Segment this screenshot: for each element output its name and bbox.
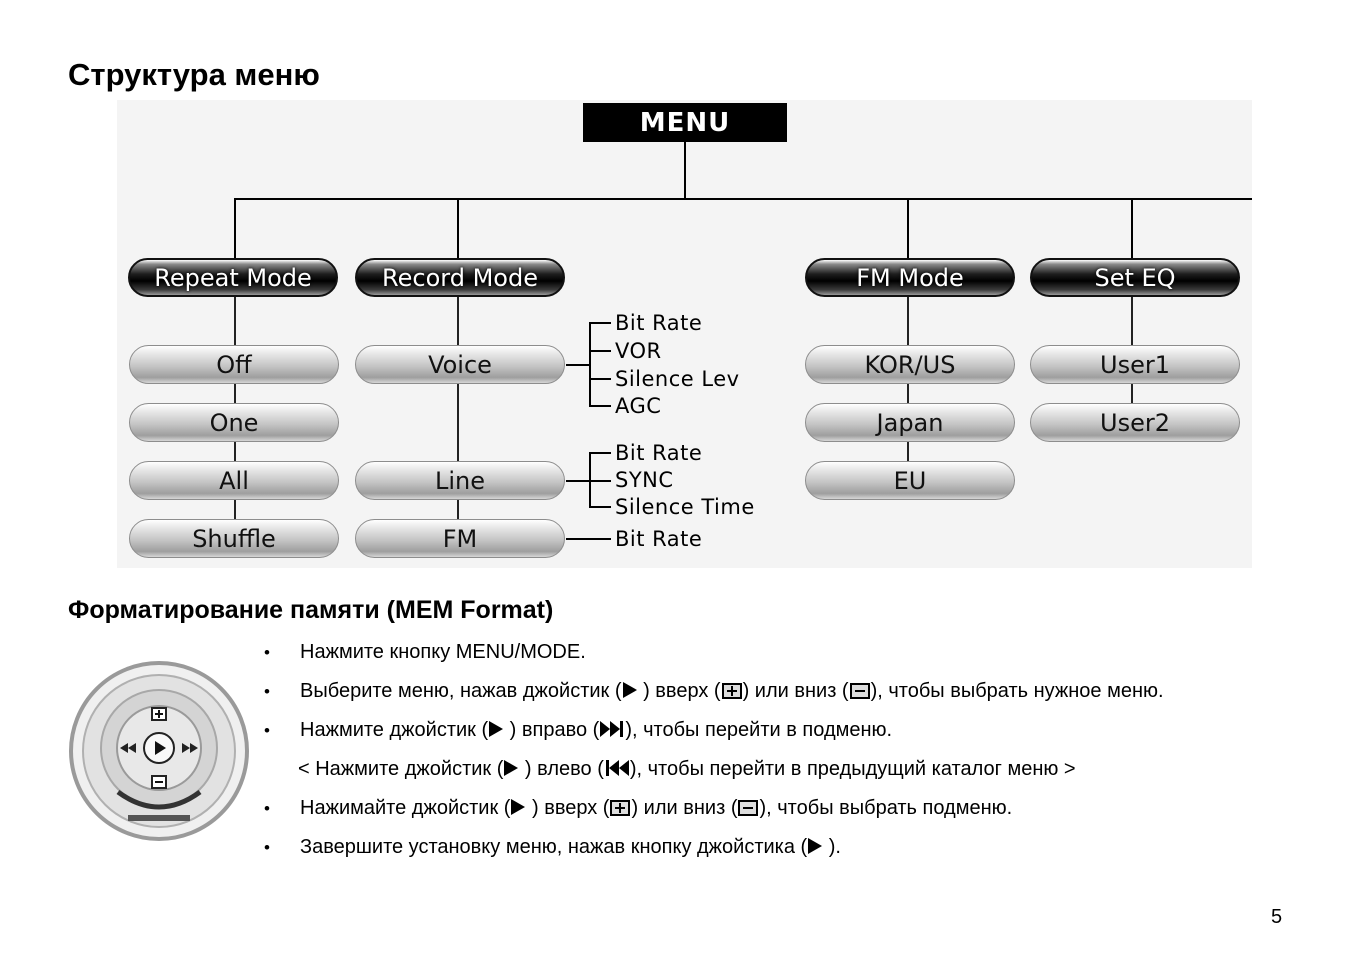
fm-sub-bit-rate: Bit Rate [615,527,703,551]
repeat-item-shuffle: Shuffle [129,519,339,558]
instruction-text: ) вверх ( [526,797,610,819]
instruction-line-3: Нажмите джойстик ( ) вправо ( ), чтобы пе… [300,719,892,742]
connector-line [1131,198,1133,260]
connector-line [566,538,611,540]
repeat-item-off: Off [129,345,339,384]
record-item-fm: FM [355,519,565,558]
instruction-text: ) вверх ( [637,680,721,702]
record-item-voice: Voice [355,345,565,384]
connector-line [566,364,590,366]
voice-sub-agc: AGC [615,394,662,418]
connector-line [589,506,611,508]
play-icon [504,760,519,776]
voice-sub-silence-lev: Silence Lev [615,367,740,391]
play-icon [622,682,637,698]
bullet-marker: • [264,838,270,857]
category-fm-mode: FM Mode [805,258,1015,297]
up-button-icon [721,683,742,699]
menu-root-box: MENU [583,103,787,142]
connector-line [589,452,611,454]
category-set-eq: Set EQ [1030,258,1240,297]
bullet-marker: • [264,799,270,818]
instruction-text: ) влево ( [519,758,604,780]
bullet-marker: • [264,643,270,662]
play-icon [511,799,526,815]
instruction-text: Завершите установку меню, нажав кнопку д… [300,836,808,858]
connector-line [589,350,611,352]
connector-line [457,198,459,260]
line-sub-silence-time: Silence Time [615,495,755,519]
connector-line [234,198,1252,200]
fm-item-japan: Japan [805,403,1015,442]
voice-sub-bit-rate: Bit Rate [615,311,703,335]
instruction-text: ), чтобы выбрать подменю. [759,797,1013,819]
instruction-line-5: Нажимайте джойстик ( ) вверх ( ) или вниз… [300,797,1012,820]
category-repeat-mode: Repeat Mode [128,258,338,297]
fm-item-eu: EU [805,461,1015,500]
up-button-icon [610,800,631,816]
instruction-text: ), чтобы выбрать нужное меню. [870,680,1164,702]
instruction-line-4: < Нажмите джойстик ( ) влево ( ), чтобы п… [298,758,1076,781]
connector-line [566,480,590,482]
connector-line [684,142,686,199]
instruction-text: ), чтобы перейти в подменю. [625,719,893,741]
down-button-icon [849,683,870,699]
bullet-marker: • [264,721,270,740]
down-button-icon [738,800,759,816]
play-icon [808,838,823,854]
instruction-line-6: Завершите установку меню, нажав кнопку д… [300,836,841,859]
eq-item-user2: User2 [1030,403,1240,442]
connector-line [234,198,236,260]
section-heading-mem-format: Форматирование памяти (MEM Format) [68,596,554,624]
category-record-mode: Record Mode [355,258,565,297]
connector-line [589,322,611,324]
bullet-marker: • [264,682,270,701]
joystick-illustration [69,661,249,841]
connector-line [457,296,459,522]
line-sub-bit-rate: Bit Rate [615,441,703,465]
instruction-text: Нажмите джойстик ( [300,719,489,741]
connector-line [589,480,611,482]
instruction-text: Нажимайте джойстик ( [300,797,511,819]
instruction-text: ) или вниз ( [742,680,849,702]
record-item-line: Line [355,461,565,500]
eq-item-user1: User1 [1030,345,1240,384]
connector-line [589,378,611,380]
fm-item-korus: KOR/US [805,345,1015,384]
instruction-text: < Нажмите джойстик ( [298,758,504,780]
skip-back-icon [605,760,629,776]
line-sub-sync: SYNC [615,468,674,492]
instruction-text: ). [823,836,841,858]
connector-line [589,322,591,407]
connector-line [907,198,909,260]
connector-line [589,405,611,407]
page-number: 5 [1271,906,1283,928]
instruction-text: Нажмите кнопку MENU/MODE. [300,641,586,663]
page-title: Структура меню [68,57,320,92]
repeat-item-all: All [129,461,339,500]
instruction-text: ), чтобы перейти в предыдущий каталог ме… [629,758,1076,780]
voice-sub-vor: VOR [615,339,662,363]
instruction-text: ) или вниз ( [631,797,738,819]
skip-forward-icon [600,721,624,737]
instruction-line-1: Нажмите кнопку MENU/MODE. [300,641,586,664]
play-icon [489,721,504,737]
instruction-text: ) вправо ( [504,719,600,741]
repeat-item-one: One [129,403,339,442]
instruction-line-2: Выберите меню, нажав джойстик ( ) вверх … [300,680,1164,703]
instruction-text: Выберите меню, нажав джойстик ( [300,680,622,702]
